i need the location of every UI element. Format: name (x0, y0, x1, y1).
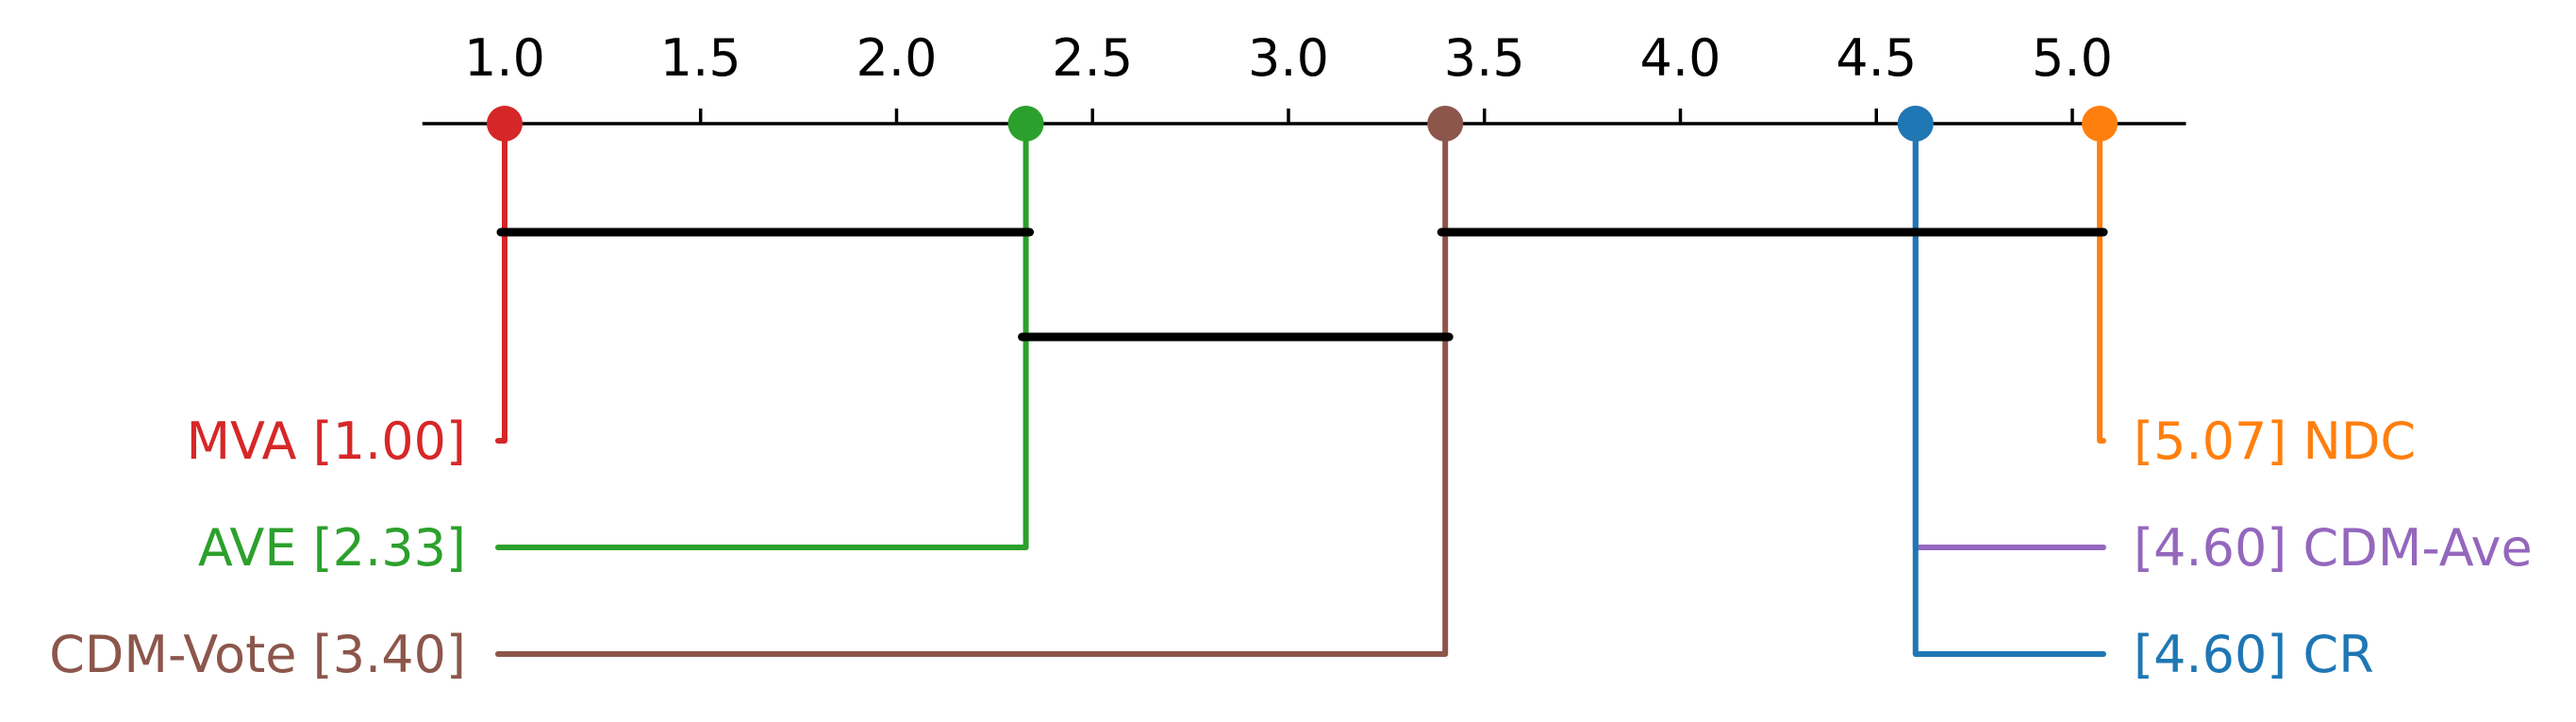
method-label-mva: MVA [1.00] (186, 411, 466, 471)
method-label-cr: [4.60] CR (2134, 625, 2374, 684)
method-label-cdm-vote: CDM-Vote [3.40] (49, 625, 466, 684)
tick-label: 4.0 (1640, 28, 1721, 88)
tick-label: 1.5 (660, 28, 741, 88)
tick-label: 2.5 (1052, 28, 1133, 88)
rank-marker-ave (1007, 106, 1044, 142)
rank-marker-cdm-vote (1427, 106, 1464, 142)
tick-label: 2.0 (856, 28, 938, 88)
rank-marker-mva (487, 106, 523, 142)
method-label-cdm-ave: [4.60] CDM-Ave (2134, 518, 2533, 578)
method-label-ndc: [5.07] NDC (2134, 411, 2416, 471)
tick-label: 3.5 (1444, 28, 1525, 88)
tick-label: 3.0 (1248, 28, 1329, 88)
rank-marker-ndc (2082, 106, 2119, 142)
tick-label: 4.5 (1836, 28, 1917, 88)
tick-label: 1.0 (464, 28, 545, 88)
tick-label: 5.0 (2032, 28, 2113, 88)
method-label-ave: AVE [2.33] (198, 518, 466, 578)
rank-marker-cr (1897, 106, 1934, 142)
